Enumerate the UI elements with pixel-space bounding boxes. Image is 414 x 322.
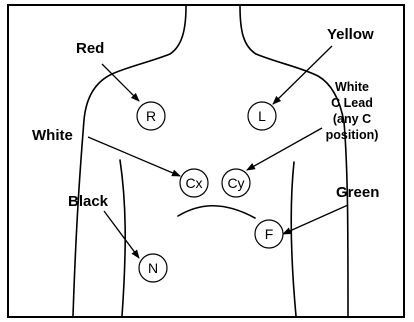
- label-white: White: [32, 127, 73, 144]
- electrode-l: L: [248, 102, 276, 130]
- label-white-c-lead-line-2: C Lead: [331, 96, 373, 110]
- right-torso-side: [291, 162, 296, 316]
- electrode-n: N: [139, 254, 167, 282]
- electrode-r-label: R: [146, 108, 156, 124]
- electrode-l-label: L: [258, 108, 266, 124]
- electrode-n-label: N: [148, 260, 158, 276]
- label-white-c-lead-line-3: (any C: [333, 112, 371, 126]
- electrode-cx: Cx: [180, 169, 208, 197]
- diagram-border: [8, 5, 404, 317]
- torso-outline: [73, 6, 348, 316]
- label-green: Green: [336, 184, 379, 201]
- arrow-white-to-cx: [88, 137, 180, 176]
- neck-right-contour: [240, 6, 256, 54]
- electrode-cy-label: Cy: [227, 175, 244, 191]
- arrow-yellow-to-l: [273, 46, 332, 104]
- label-white-c-lead-line-4: position): [326, 128, 379, 142]
- electrode-cy: Cy: [222, 169, 250, 197]
- electrode-f-label: F: [265, 226, 274, 242]
- arrows: [88, 46, 348, 258]
- label-white-c-lead: White C Lead (any C position): [326, 80, 379, 142]
- electrode-f: F: [255, 220, 283, 248]
- label-red: Red: [76, 40, 104, 57]
- arrow-red-to-r: [102, 64, 139, 101]
- rib-arc: [178, 206, 255, 218]
- electrode-r: R: [137, 102, 165, 130]
- arrow-clead-to-cy: [247, 128, 322, 170]
- arrow-green-to-f: [283, 205, 348, 234]
- arrow-black-to-n: [104, 211, 139, 258]
- electrode-cx-label: Cx: [185, 175, 202, 191]
- label-yellow: Yellow: [327, 26, 374, 43]
- label-black: Black: [68, 193, 109, 210]
- label-white-c-lead-line-1: White: [335, 80, 369, 94]
- neck-left-contour: [170, 6, 186, 54]
